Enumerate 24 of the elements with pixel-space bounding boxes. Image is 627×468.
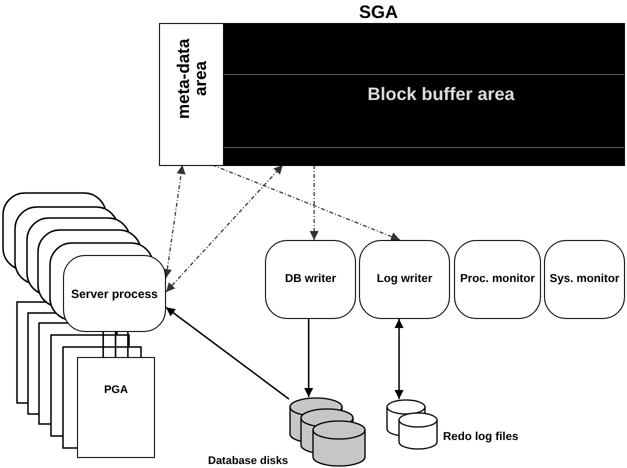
- connector-line: [127, 332, 129, 357]
- dashed-double-arrow: [166, 164, 284, 292]
- double-arrow: [394, 319, 404, 399]
- cylinder-stack-drawing: [386, 399, 438, 450]
- buffer-panel: [224, 24, 624, 165]
- arrow: [166, 306, 290, 400]
- connector-line: [114, 332, 116, 357]
- arrow: [304, 319, 314, 397]
- panel-label: meta-data area: [174, 38, 208, 121]
- caption-label: Redo log files: [443, 431, 518, 444]
- panel-label: Block buffer area: [367, 83, 515, 106]
- dashed-double-arrow: [162, 164, 186, 278]
- dashed-arrow: [212, 164, 400, 241]
- dashed-arrow: [310, 165, 319, 240]
- process-box: Server process: [63, 255, 166, 332]
- process-box: Proc. monitor: [454, 240, 541, 319]
- process-box: Log writer: [359, 240, 450, 319]
- process-box: Sys. monitor: [544, 240, 625, 319]
- cylinder-stack-drawing: [289, 397, 366, 467]
- connector-line: [102, 332, 104, 357]
- caption-label: Database disks: [208, 455, 288, 467]
- process-box: DB writer: [265, 240, 356, 319]
- memory-page: PGA: [77, 357, 155, 458]
- region-title: SGA: [359, 2, 398, 23]
